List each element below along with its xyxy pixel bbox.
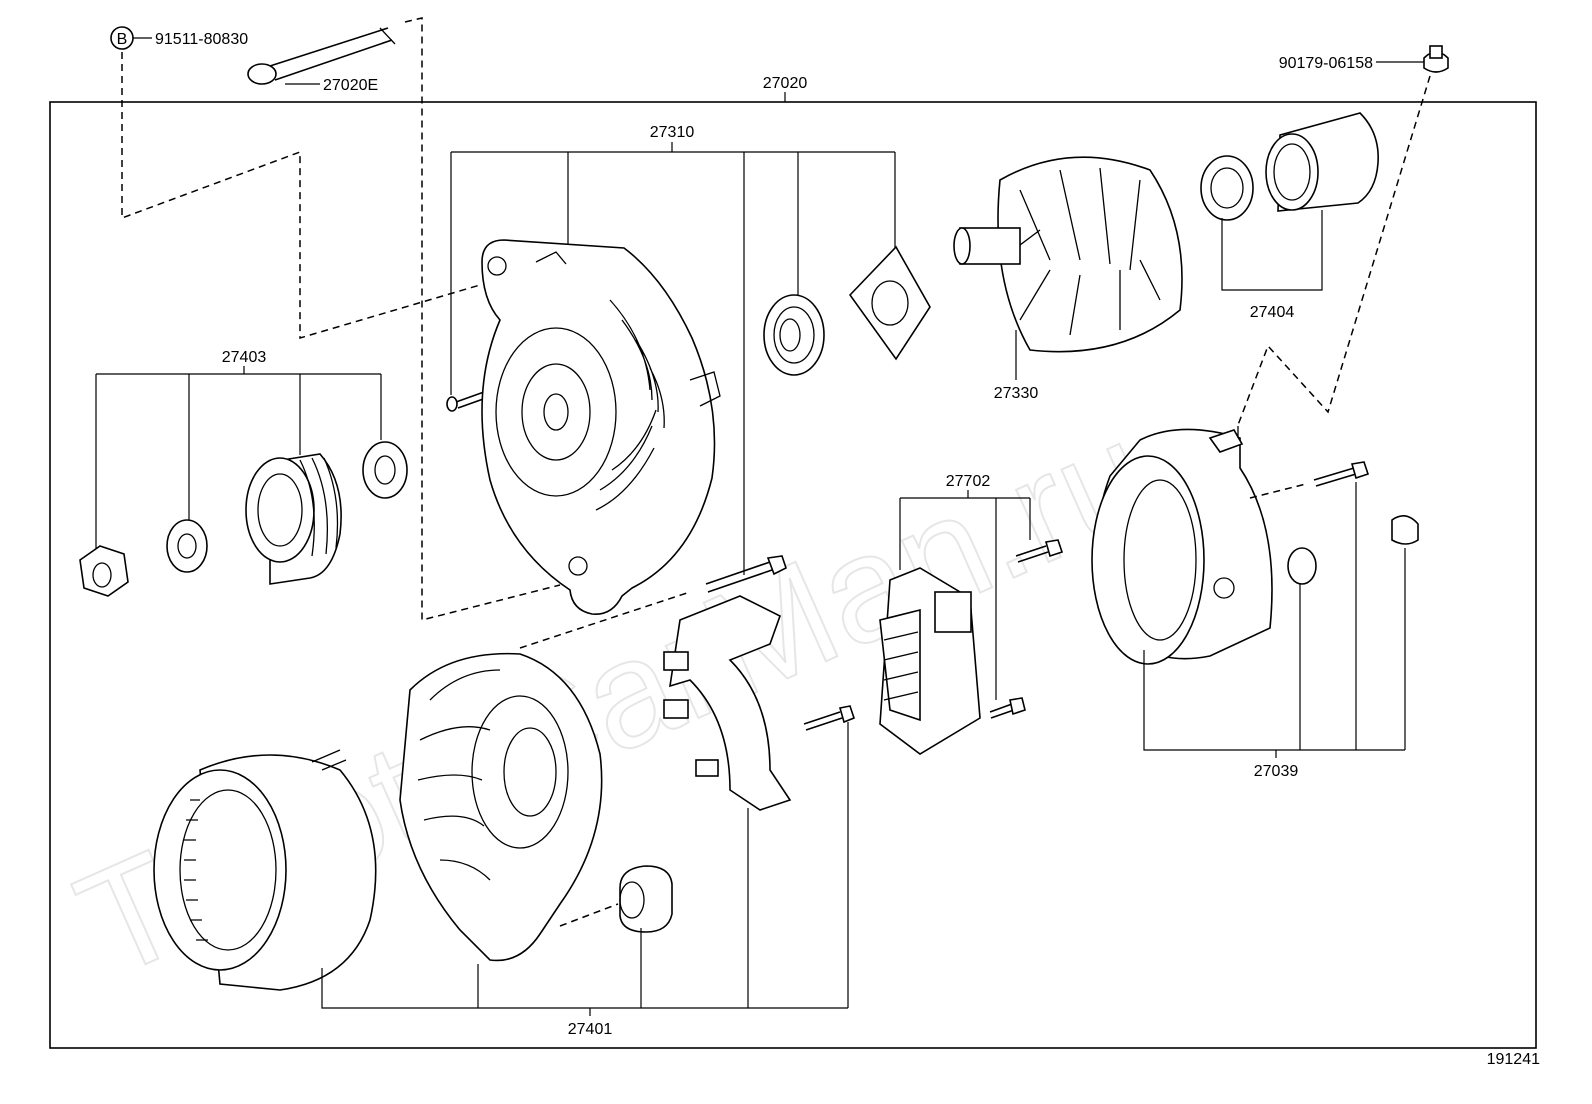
drive-end-frame[interactable]: [481, 239, 721, 615]
frame-27310-label: 27310: [650, 124, 695, 141]
rear-bearing[interactable]: [1200, 155, 1254, 221]
bearing-kit-label: 27404: [1250, 304, 1295, 321]
diagram-id-label: 191241: [1487, 1051, 1540, 1068]
bearing-retainer-plate[interactable]: [848, 245, 931, 361]
bolt-b-circle-label: B: [117, 31, 128, 48]
bolt-b-part-number: 91511-80830: [155, 31, 248, 48]
cap-90179[interactable]: 90179-06158: [1279, 45, 1449, 73]
rectifier-end-frame[interactable]: [399, 652, 603, 962]
pulley-nut[interactable]: [79, 545, 129, 597]
cap-90179-label: 90179-06158: [1279, 55, 1373, 72]
rotor-label: 27330: [994, 385, 1039, 402]
voltage-regulator[interactable]: [879, 567, 981, 755]
brush-holder[interactable]: [663, 595, 792, 811]
regulator-label: 27702: [946, 473, 991, 490]
pulley-spacer[interactable]: [362, 441, 408, 499]
terminal-screw[interactable]: [803, 705, 855, 731]
assembly-frame: [49, 101, 1537, 1049]
rear-end-cover[interactable]: [1091, 426, 1273, 665]
pulley[interactable]: [245, 453, 342, 585]
rear-cover-cap[interactable]: [1391, 515, 1419, 545]
rear-cover-bushing[interactable]: [1287, 547, 1317, 585]
assembly-label: 27020: [763, 75, 808, 92]
terminal-insulator[interactable]: [619, 865, 673, 933]
regulator-screw-bottom[interactable]: [989, 697, 1026, 719]
stator[interactable]: [153, 749, 377, 991]
bolt-27020e-label: 27020E: [323, 77, 378, 94]
rotor[interactable]: [953, 156, 1183, 380]
pulley-washer[interactable]: [166, 519, 208, 573]
bearing-cover[interactable]: [1265, 112, 1379, 212]
pulley-kit-label: 27403: [222, 349, 267, 366]
rear-cover-label: 27039: [1254, 763, 1299, 780]
long-bolt-27020e[interactable]: 27020E: [247, 27, 396, 94]
regulator-screw-top[interactable]: [1015, 539, 1064, 563]
frame-screw[interactable]: [446, 391, 487, 412]
rear-cover-screw[interactable]: [1313, 461, 1370, 487]
bolt-b-callout[interactable]: B 91511-80830: [110, 26, 248, 50]
drive-end-bearing[interactable]: [763, 294, 825, 376]
through-bolt[interactable]: [705, 555, 787, 593]
stator-kit-label: 27401: [568, 1021, 613, 1038]
